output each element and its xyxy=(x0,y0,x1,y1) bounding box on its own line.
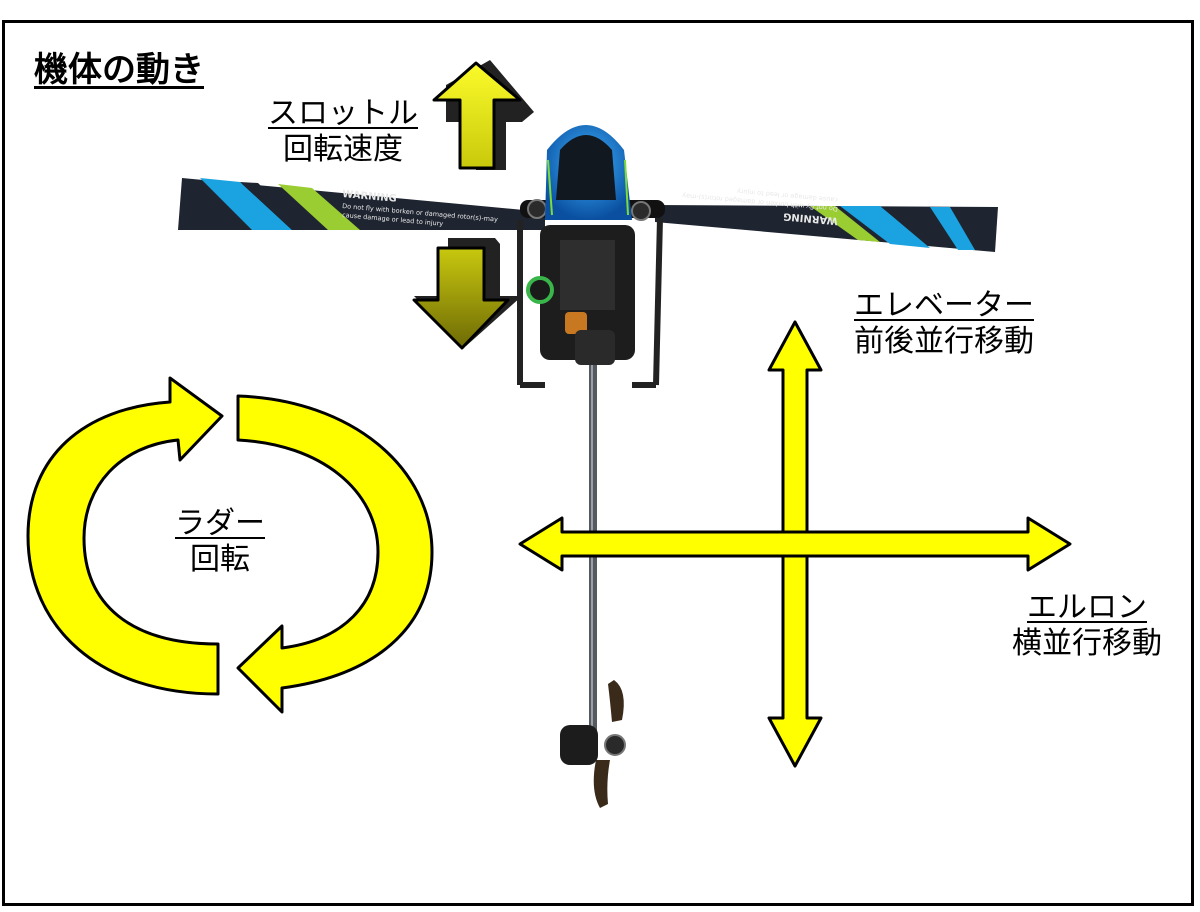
tail-rotor-blade-bottom xyxy=(593,760,610,808)
elevator-label-sub: 前後並行移動 xyxy=(854,324,1034,359)
elevator-label-head: エレベーター xyxy=(854,288,1034,323)
throttle-up-arrow xyxy=(432,60,534,170)
throttle-label-head: スロットル xyxy=(268,96,418,131)
aileron-label-head: エルロン xyxy=(1027,590,1147,625)
tail-rotor-hub xyxy=(604,734,626,756)
blade-warning-heading-right: WARNING xyxy=(783,210,838,226)
throttle-label-sub: 回転速度 xyxy=(283,132,403,167)
tail-rotor-blade-top xyxy=(608,680,624,722)
rudder-label: ラダー 回転 xyxy=(150,506,290,578)
helicopter-body xyxy=(517,125,663,388)
rudder-arrows xyxy=(26,376,434,714)
elevator-label: エレベーター 前後並行移動 xyxy=(824,288,1064,360)
main-gear xyxy=(526,276,554,304)
throttle-label: スロットル 回転速度 xyxy=(248,96,438,168)
aileron-label: エルロン 横並行移動 xyxy=(992,590,1182,662)
rudder-label-head: ラダー xyxy=(175,506,265,541)
rudder-arrow-right xyxy=(236,394,434,714)
landing-skids xyxy=(517,217,663,386)
tail-assembly xyxy=(560,360,626,808)
throttle-down-arrow xyxy=(412,238,522,350)
blade-warning-heading: WARNING xyxy=(342,189,397,205)
page-title: 機体の動き xyxy=(34,50,204,90)
rudder-arrow-left xyxy=(26,376,224,696)
diagram-frame xyxy=(2,20,1194,906)
rudder-label-sub: 回転 xyxy=(190,542,250,577)
main-rotor: WARNING Do not fly with borken or damage… xyxy=(178,178,998,252)
tail-motor xyxy=(560,725,598,765)
aileron-label-sub: 横並行移動 xyxy=(1012,626,1162,661)
aileron-arrow xyxy=(518,516,1072,572)
